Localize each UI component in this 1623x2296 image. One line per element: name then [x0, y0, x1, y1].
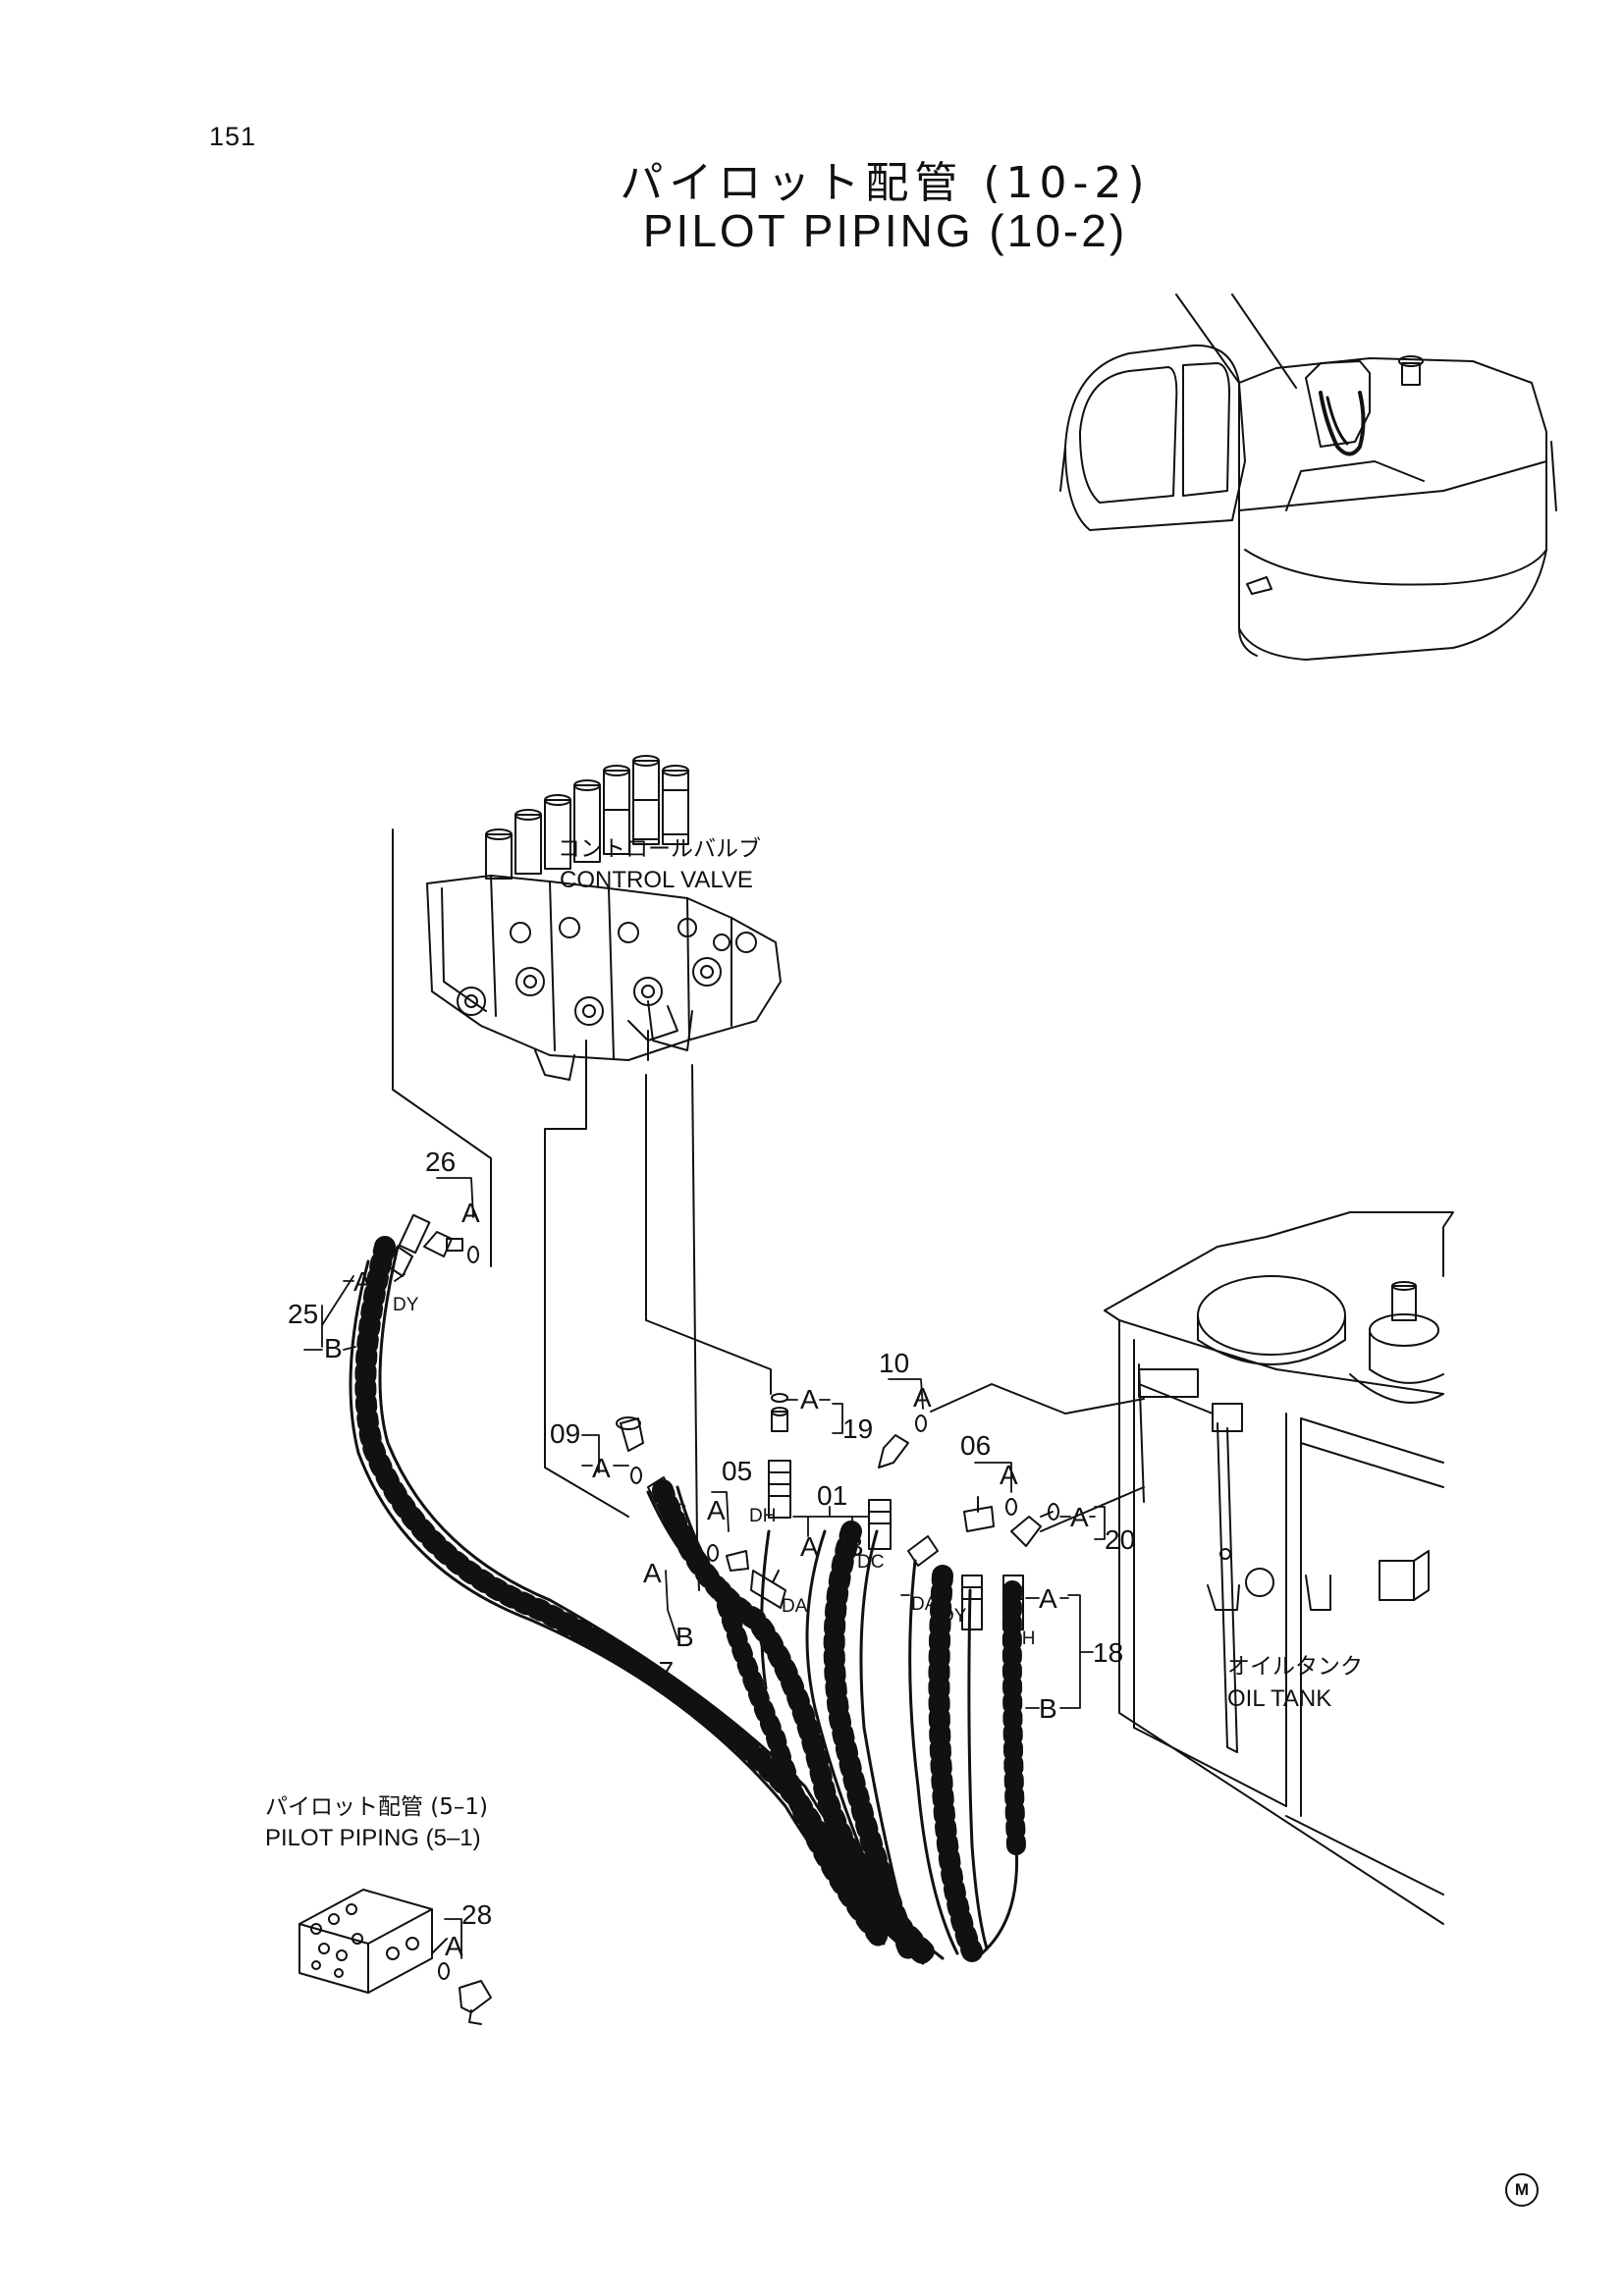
conn-label-a-06: A — [1000, 1460, 1018, 1490]
part-label-28: 28 — [461, 1899, 492, 1930]
part-label-01: 01 — [817, 1480, 847, 1511]
page-title-english: PILOT PIPING (10-2) — [642, 205, 1128, 256]
part-label-05: 05 — [722, 1456, 752, 1486]
fitting-05-connector — [707, 1460, 791, 1572]
oil-tank-name-en: OIL TANK — [1227, 1685, 1331, 1712]
connection-label-dashes — [303, 1273, 1096, 1709]
page-title-japanese: パイロット配管 (10-2) — [620, 158, 1151, 208]
fitting-da-elbow — [907, 1535, 939, 1567]
conn-label-a-26: A — [461, 1198, 480, 1228]
conn-label-dc-07: DC — [660, 1501, 686, 1522]
conn-label-da-dy: DA — [911, 1594, 938, 1615]
oil-tank-illustration — [1104, 1211, 1454, 1925]
pilot-piping-ref-name-ja: パイロット配管 (5–1) — [265, 1794, 488, 1820]
conn-label-a-18: A — [1039, 1583, 1057, 1614]
control-valve-name-ja: コントロールバルブ — [558, 836, 761, 862]
conn-label-b-18: B — [1039, 1693, 1057, 1724]
pilot-piping-ref-name-en: PILOT PIPING (5–1) — [265, 1825, 481, 1851]
fitting-26-elbow — [423, 1231, 479, 1263]
fitting-10-elbow — [878, 1415, 927, 1468]
hose-beads — [354, 1236, 1026, 1969]
conn-label-dh-18: DH — [1008, 1629, 1035, 1649]
fitting-18-hose-ends — [961, 1575, 1024, 1630]
control-valve-name-en: CONTROL VALVE — [560, 867, 753, 893]
conn-label-dh-05: DH — [749, 1506, 776, 1526]
fitting-dc-hose-end — [868, 1499, 892, 1550]
oil-tank-name-ja: オイルタンク — [1227, 1654, 1363, 1680]
callout-brackets — [321, 1177, 1106, 1959]
part-label-07: 07 — [643, 1656, 674, 1686]
conn-label-a-10: A — [913, 1382, 932, 1413]
part-label-19: 19 — [842, 1414, 873, 1444]
fitting-01-tee — [750, 1570, 786, 1609]
conn-label-a-05: A — [707, 1495, 726, 1525]
part-number-labels: 26 25 09 07 05 01 19 10 06 20 18 28 — [288, 1147, 1135, 1930]
conn-label-b-25: B — [324, 1333, 343, 1363]
return-line-leader — [930, 1363, 1145, 1532]
leader-28 — [431, 1938, 448, 1954]
part-label-25: 25 — [288, 1299, 318, 1329]
conn-label-a-28: A — [445, 1931, 463, 1961]
fitting-07-hose-end — [647, 1476, 682, 1527]
fitting-06-tee — [963, 1496, 1017, 1532]
connection-labels: A A B DY A DC A B A DH A B DA DC A A A A… — [324, 1198, 1089, 1961]
conn-label-dc-01: DC — [857, 1552, 884, 1573]
pilot-manifold-illustration — [298, 1889, 492, 2025]
page-number: 151 — [209, 122, 257, 151]
excavator-overview-illustration — [1059, 294, 1557, 661]
part-label-09: 09 — [550, 1418, 580, 1449]
control-valve-illustration — [426, 755, 782, 1081]
conn-label-dy: DY — [941, 1606, 967, 1627]
fitting-09-elbow — [616, 1416, 644, 1484]
conn-label-a-19: A — [800, 1384, 819, 1415]
conn-label-a-07: A — [643, 1558, 662, 1588]
conn-label-da-01: DA — [782, 1596, 808, 1617]
fitting-19-union — [771, 1393, 788, 1432]
maker-mark-symbol: M — [1505, 2173, 1539, 2207]
component-names: コントロールバルブ CONTROL VALVE オイルタンク OIL TANK … — [265, 836, 1363, 1851]
conn-label-a-20: A — [1070, 1502, 1089, 1532]
part-label-10: 10 — [879, 1348, 909, 1378]
part-label-06: 06 — [960, 1430, 991, 1461]
conn-label-a-09: A — [592, 1453, 611, 1483]
conn-label-dy-25: DY — [393, 1295, 419, 1315]
part-label-20: 20 — [1105, 1524, 1135, 1555]
conn-label-b-01: B — [845, 1531, 864, 1562]
part-label-18: 18 — [1093, 1637, 1123, 1668]
conn-label-b-07: B — [676, 1622, 694, 1652]
part-label-26: 26 — [425, 1147, 456, 1177]
fitting-20-elbow — [1010, 1503, 1059, 1547]
conn-label-a-25: A — [353, 1266, 372, 1297]
conn-label-a-01: A — [800, 1531, 819, 1562]
